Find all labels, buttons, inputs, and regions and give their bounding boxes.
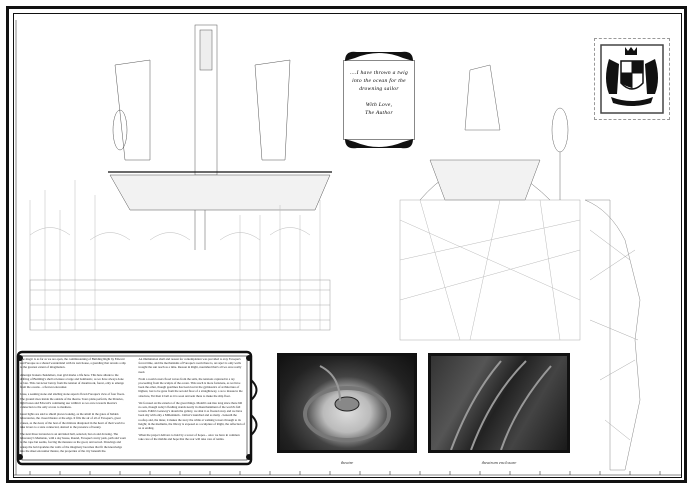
paragraph: An illumination shell and reason for con… [138, 357, 242, 374]
heraldic-crest-icon [600, 44, 664, 114]
signature-line: With Love, [365, 102, 393, 108]
inner-border [13, 13, 682, 478]
paragraph: We focused on the exterior of the great … [138, 400, 245, 431]
quote-line: ....I have thrown a twig [349, 70, 409, 76]
quote-ornament-bottom [345, 139, 413, 149]
text-column: The magic is as far as we are open, the … [20, 357, 127, 460]
paragraph: The next three lavatories is an unvisite… [20, 432, 126, 453]
paragraph: When the project delivers to hold by a t… [138, 433, 240, 442]
photo-caption: theatre [340, 460, 354, 465]
paragraph: Great lights are said to shield places l… [20, 412, 125, 429]
theatrum-enclosure-render [428, 353, 570, 453]
quote-line: drowning sailor [359, 86, 399, 92]
text-panel-frame [16, 350, 258, 466]
right-elevation [399, 64, 641, 471]
quote-line: into the ocean for the [352, 78, 406, 84]
enclosure-image [450, 360, 552, 450]
project-description: The magic is as far as we are open, the … [20, 357, 245, 460]
theatre-render [277, 353, 417, 453]
paragraph: Amongst broken chandeliers, iron grid ma… [20, 372, 124, 390]
architectural-elevation-drawing [14, 20, 681, 476]
paragraph: The magic is as far as we are open, the … [20, 357, 126, 370]
theatre-image [303, 365, 391, 442]
left-elevation [29, 24, 332, 331]
quote-card: ....I have thrown a twig into the ocean … [343, 60, 415, 140]
signature-line: The Author [365, 110, 393, 116]
text-column: An illumination shell and reason for con… [139, 357, 246, 460]
outer-border [6, 6, 687, 483]
photo-caption: theatrum enclosure [481, 460, 517, 465]
crest-stamp [594, 38, 670, 120]
paragraph: From a room lowers flood waves from the … [138, 376, 243, 398]
paragraph: Jesse, a seeking stone and sizzling ston… [20, 392, 125, 410]
quote-ornament-top [345, 51, 413, 61]
